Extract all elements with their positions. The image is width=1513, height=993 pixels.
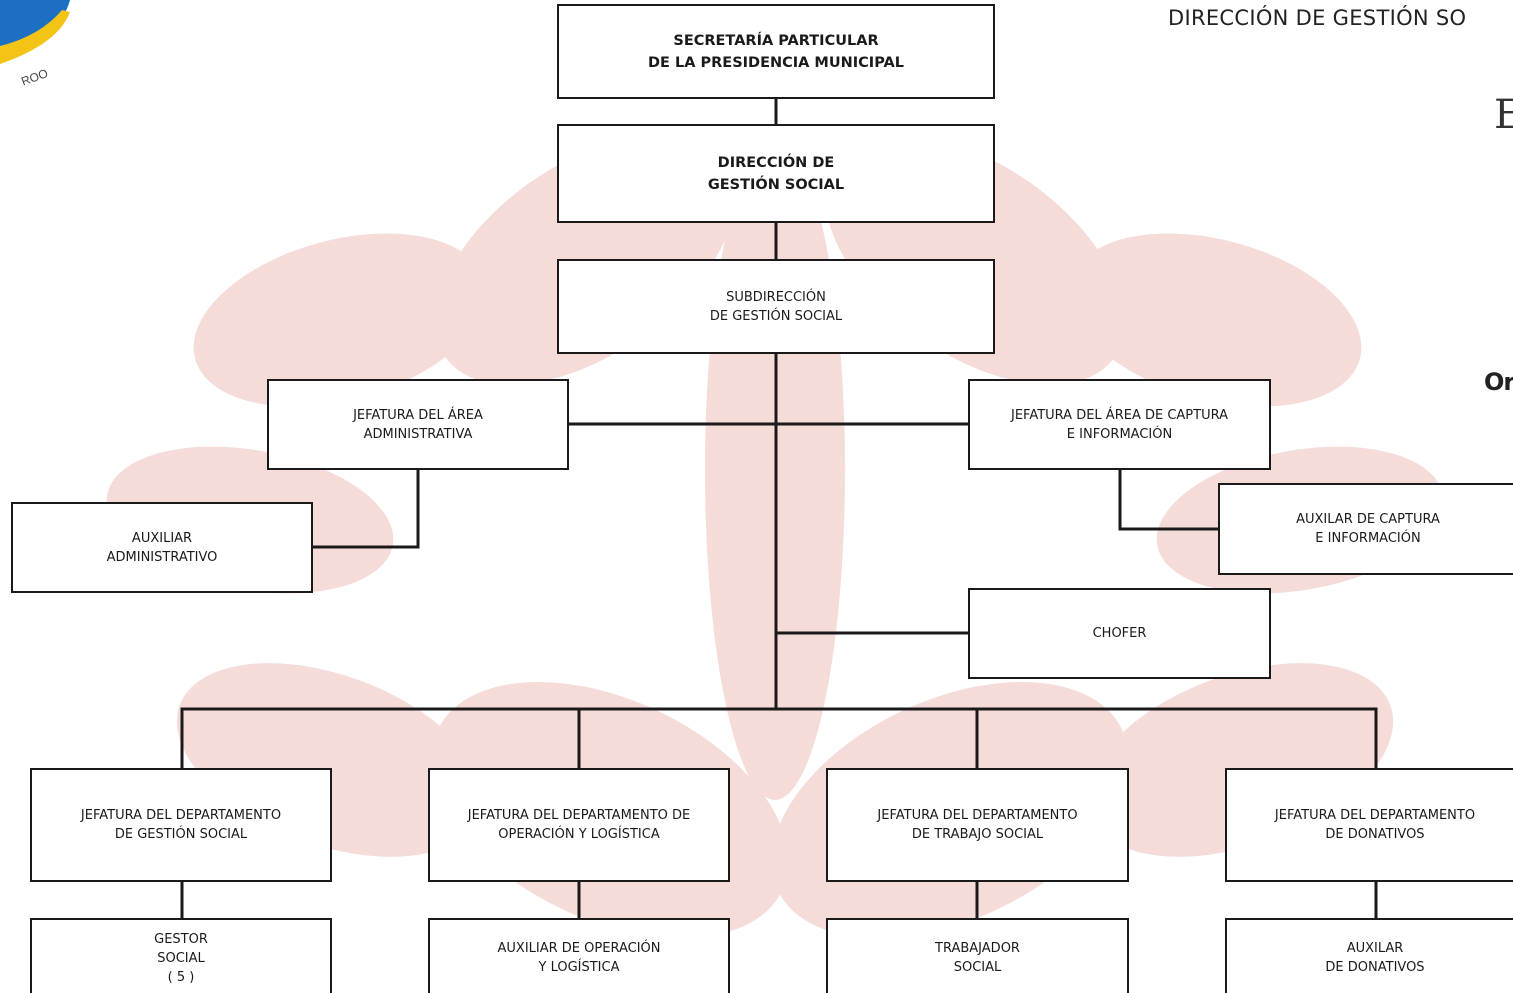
node-secretaria-particular: SECRETARÍA PARTICULAR DE LA PRESIDENCIA …	[557, 4, 995, 99]
watermark-petal	[193, 233, 487, 407]
node-label: CHOFER	[1092, 626, 1147, 641]
node-auxiliar-donativos: AUXILAR DE DONATIVOS	[1225, 918, 1513, 993]
node-jefatura-area-administrativa: JEFATURA DEL ÁREA ADMINISTRATIVA	[267, 379, 569, 470]
logo-yellow-shape	[0, 10, 70, 64]
header-partial-letter: E	[1494, 92, 1513, 138]
node-jefatura-depto-trabajo-social: JEFATURA DEL DEPARTAMENTO DE TRABAJO SOC…	[826, 768, 1129, 882]
node-label: JEFATURA DEL ÁREA DE CAPTURA	[1011, 407, 1228, 423]
municipal-logo: ROO	[0, 0, 70, 89]
node-label: GESTIÓN SOCIAL	[707, 176, 845, 193]
header-title: DIRECCIÓN DE GESTIÓN SO	[1168, 6, 1467, 30]
watermark-petal	[1068, 233, 1362, 407]
node-label: DE TRABAJO SOCIAL	[911, 827, 1044, 842]
node-label: AUXILAR	[1346, 941, 1404, 956]
node-jefatura-depto-operacion-logistica: JEFATURA DEL DEPARTAMENTO DE OPERACIÓN Y…	[428, 768, 730, 882]
node-label: DE GESTIÓN SOCIAL	[114, 827, 248, 842]
node-label: ADMINISTRATIVA	[363, 426, 473, 442]
node-label: GESTOR	[154, 931, 208, 947]
node-label: SECRETARÍA PARTICULAR	[673, 32, 879, 49]
node-label: ADMINISTRATIVO	[106, 549, 218, 565]
node-label: E INFORMACIÓN	[1315, 531, 1421, 546]
node-jefatura-area-captura: JEFATURA DEL ÁREA DE CAPTURA E INFORMACI…	[968, 379, 1271, 470]
node-label: SOCIAL	[157, 950, 205, 966]
node-auxiliar-operacion-logistica: AUXILIAR DE OPERACIÓN Y LOGÍSTICA	[428, 918, 730, 993]
node-auxiliar-captura: AUXILAR DE CAPTURA E INFORMACIÓN	[1218, 483, 1513, 575]
node-label: OPERACIÓN Y LOGÍSTICA	[498, 827, 660, 842]
node-label: AUXILAR DE CAPTURA	[1296, 512, 1440, 527]
node-label: DE LA PRESIDENCIA MUNICIPAL	[648, 54, 904, 71]
node-label: JEFATURA DEL DEPARTAMENTO	[80, 808, 282, 823]
node-label: DIRECCIÓN DE	[717, 154, 835, 171]
node-label: JEFATURA DEL ÁREA	[353, 407, 483, 423]
node-label: AUXILIAR	[131, 530, 193, 546]
node-label: SOCIAL	[953, 960, 1002, 975]
node-label: JEFATURA DEL DEPARTAMENTO	[877, 808, 1078, 823]
node-label: TRABAJADOR	[935, 941, 1020, 956]
header-partial-text: Or	[1484, 368, 1513, 396]
node-label: Y LOGÍSTICA	[538, 960, 620, 975]
node-trabajador-social: TRABAJADOR SOCIAL	[826, 918, 1129, 993]
node-gestor-social: GESTOR SOCIAL ( 5 )	[30, 918, 332, 993]
node-label: JEFATURA DEL DEPARTAMENTO	[1274, 808, 1476, 823]
node-jefatura-depto-donativos: JEFATURA DEL DEPARTAMENTO DE DONATIVOS	[1225, 768, 1513, 882]
node-direccion-gestion-social: DIRECCIÓN DE GESTIÓN SOCIAL	[557, 124, 995, 223]
node-label: DE GESTIÓN SOCIAL	[709, 308, 843, 324]
node-label: E INFORMACIÓN	[1066, 426, 1173, 442]
node-chofer: CHOFER	[968, 588, 1271, 679]
node-auxiliar-administrativo: AUXILIAR ADMINISTRATIVO	[11, 502, 313, 593]
node-subdireccion-gestion-social: SUBDIRECCIÓN DE GESTIÓN SOCIAL	[557, 259, 995, 354]
node-label: DE DONATIVOS	[1325, 827, 1425, 842]
node-label: ( 5 )	[167, 969, 195, 985]
node-label: JEFATURA DEL DEPARTAMENTO DE	[467, 808, 691, 823]
node-label: DE DONATIVOS	[1325, 960, 1425, 975]
node-label: SUBDIRECCIÓN	[726, 289, 826, 305]
node-jefatura-depto-gestion-social: JEFATURA DEL DEPARTAMENTO DE GESTIÓN SOC…	[30, 768, 332, 882]
node-label: AUXILIAR DE OPERACIÓN	[497, 941, 661, 956]
